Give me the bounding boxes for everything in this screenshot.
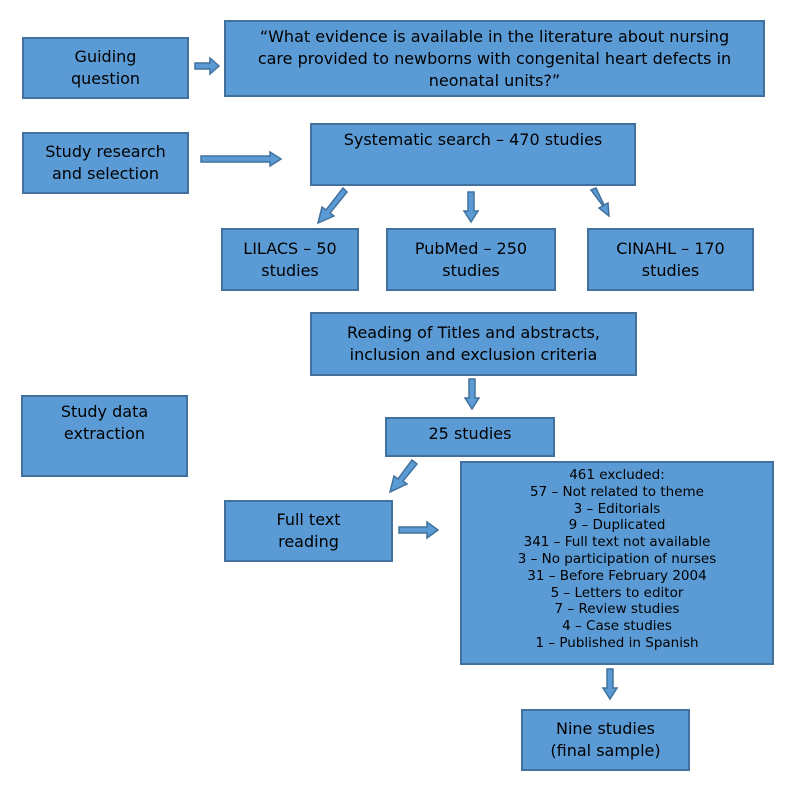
- reading-titles-line-2: inclusion and exclusion criteria: [349, 345, 598, 364]
- final-line-2: (final sample): [550, 741, 661, 760]
- systematic-search-box: Systematic search – 470 studies: [310, 123, 636, 186]
- final-line-1: Nine studies: [555, 719, 655, 738]
- arrow-down-icon: [463, 378, 481, 411]
- studies-25-box: 25 studies: [385, 417, 555, 457]
- cinahl-line-2: studies: [641, 260, 700, 280]
- excluded-item: 7 – Review studies: [554, 601, 680, 618]
- final-sample-box: Nine studies (final sample): [521, 709, 690, 771]
- stage-research-line-2: and selection: [51, 164, 160, 183]
- stage-study-extraction: Study data extraction: [21, 395, 188, 477]
- question-line-2: care provided to newborns with congenita…: [257, 48, 732, 68]
- full-text-line-2: reading: [278, 532, 339, 551]
- pubmed-line-2: studies: [442, 260, 500, 280]
- full-text-line-1: Full text: [276, 510, 341, 529]
- arrow-down-right-icon: [589, 187, 610, 218]
- lilacs-line-1: LILACS – 50: [243, 238, 337, 258]
- stage-research-line-1: Study research: [45, 142, 166, 161]
- arrow-right-icon: [200, 150, 283, 168]
- question-line-1: “What evidence is available in the liter…: [259, 26, 730, 46]
- excluded-item: 3 – Editorials: [573, 500, 661, 517]
- excluded-item: 9 – Duplicated: [568, 517, 666, 534]
- arrow-down-icon: [601, 668, 619, 701]
- stage-extraction-line-1: Study data: [60, 402, 149, 421]
- arrow-right-icon: [398, 520, 440, 540]
- reading-titles-line-1: Reading of Titles and abstracts,: [347, 323, 600, 342]
- stage-guiding-line-1: Guiding: [74, 47, 137, 66]
- pubmed-line-1: PubMed – 250: [414, 238, 528, 258]
- studies-25-label: 25 studies: [428, 424, 512, 443]
- stage-study-research: Study research and selection: [22, 132, 189, 194]
- question-line-3: neonatal units?”: [428, 70, 561, 90]
- pubmed-box: PubMed – 250 studies: [386, 228, 556, 291]
- lilacs-box: LILACS – 50 studies: [221, 228, 359, 291]
- excluded-item: 4 – Case studies: [562, 618, 672, 635]
- stage-extraction-line-2: extraction: [63, 424, 146, 443]
- arrow-right-icon: [194, 56, 221, 76]
- excluded-item: 341 – Full text not available: [523, 534, 711, 551]
- cinahl-box: CINAHL – 170 studies: [587, 228, 754, 291]
- full-text-box: Full text reading: [224, 500, 393, 562]
- excluded-box: 461 excluded: 57 – Not related to theme …: [460, 461, 774, 665]
- excluded-item: 57 – Not related to theme: [530, 483, 704, 500]
- lilacs-line-2: studies: [261, 260, 319, 280]
- excluded-item: 1 – Published in Spanish: [535, 634, 699, 651]
- question-box: “What evidence is available in the liter…: [224, 20, 765, 97]
- arrow-down-icon: [462, 191, 480, 224]
- stage-guiding-line-2: question: [70, 69, 141, 88]
- excluded-item: 3 – No participation of nurses: [517, 550, 717, 567]
- arrow-down-left-icon: [388, 458, 419, 494]
- excluded-item: 5 – Letters to editor: [550, 584, 684, 601]
- cinahl-line-1: CINAHL – 170: [616, 238, 725, 258]
- excluded-item: 31 – Before February 2004: [527, 567, 707, 584]
- systematic-search-label: Systematic search – 470 studies: [343, 130, 603, 149]
- stage-guiding-question: Guiding question: [22, 37, 189, 99]
- arrow-down-left-icon: [316, 186, 349, 225]
- reading-titles-box: Reading of Titles and abstracts, inclusi…: [310, 312, 637, 376]
- excluded-header: 461 excluded:: [569, 467, 665, 483]
